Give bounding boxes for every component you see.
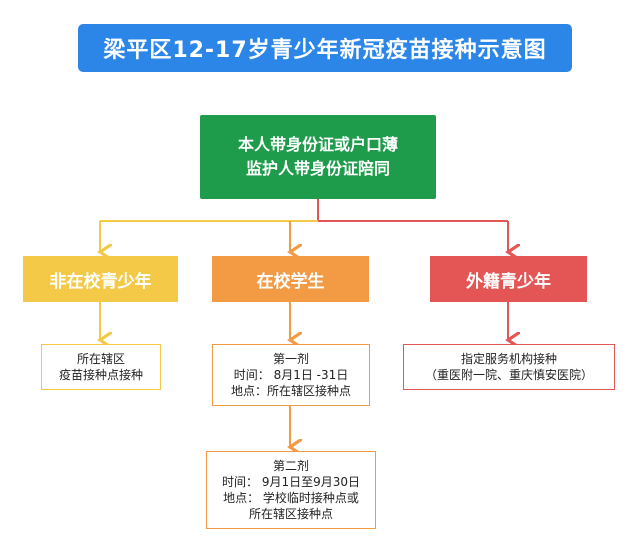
detail-line: 所在辖区接种点: [248, 507, 333, 521]
detail-line: 地点： 学校临时接种点或: [223, 491, 359, 505]
detail-line: 地点：所在辖区接种点: [230, 384, 351, 398]
detail-line: 疫苗接种点接种: [58, 368, 143, 382]
page-title: 梁平区12-17岁青少年新冠疫苗接种示意图: [78, 24, 572, 72]
requirement-box: 本人带身份证或户口薄 监护人带身份证陪同: [200, 115, 436, 199]
non-school-detail: 所在辖区 疫苗接种点接种: [41, 344, 161, 390]
detail-line: 时间： 8月1日 -31日: [233, 368, 349, 382]
detail-line: （重医附一院、重庆慎安医院）: [424, 368, 593, 382]
dose1-detail: 第一剂 时间： 8月1日 -31日 地点：所在辖区接种点: [212, 344, 370, 406]
page-title-text: 梁平区12-17岁青少年新冠疫苗接种示意图: [103, 38, 547, 63]
category-label: 在校学生: [256, 271, 325, 292]
category-label: 外籍青少年: [466, 271, 551, 292]
foreign-detail: 指定服务机构接种 （重医附一院、重庆慎安医院）: [403, 344, 615, 390]
dose2-detail: 第二剂 时间： 9月1日至9月30日 地点： 学校临时接种点或 所在辖区接种点: [206, 451, 376, 529]
category-non-school: 非在校青少年: [23, 256, 178, 302]
detail-line: 第二剂: [272, 459, 309, 473]
detail-line: 时间： 9月1日至9月30日: [222, 475, 360, 489]
detail-line: 第一剂: [272, 352, 309, 366]
detail-line: 所在辖区: [76, 352, 125, 366]
detail-line: 指定服务机构接种: [460, 352, 557, 366]
category-school: 在校学生: [212, 256, 369, 302]
category-label: 非在校青少年: [49, 271, 152, 292]
requirement-line2: 监护人带身份证陪同: [245, 159, 390, 178]
requirement-line1: 本人带身份证或户口薄: [237, 135, 398, 154]
category-foreign: 外籍青少年: [430, 256, 587, 302]
